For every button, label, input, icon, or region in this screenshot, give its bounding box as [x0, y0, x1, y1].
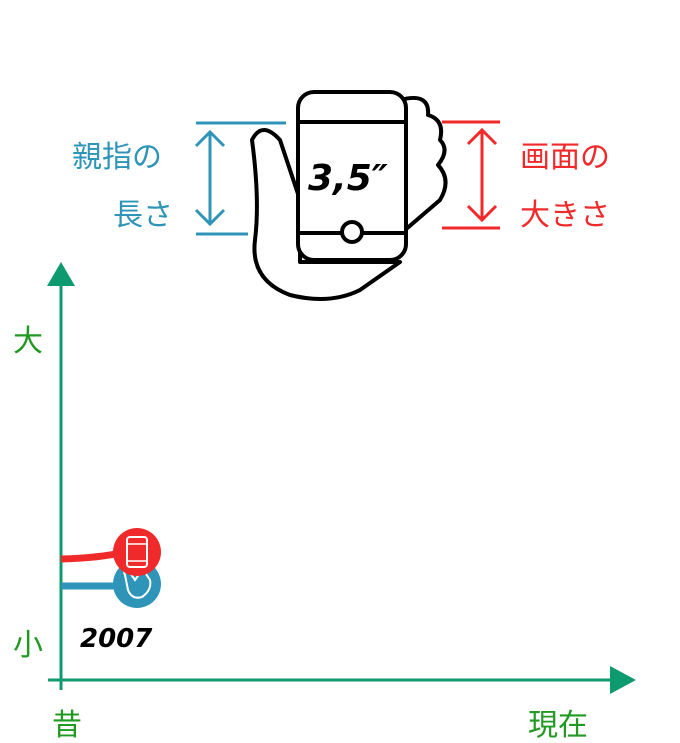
x-axis-right-label: 現在	[528, 708, 588, 743]
chart-axes	[47, 262, 636, 694]
y-axis-top-label: 大	[13, 324, 43, 359]
thumb-length-label-2: 長さ	[113, 198, 173, 233]
x-axis-left-label: 昔	[52, 708, 82, 743]
year-label: 2007	[80, 624, 153, 654]
thumb-length-indicator	[194, 121, 286, 236]
screen-size-label-1: 画面の	[520, 140, 610, 175]
thumb-length-label-1: 親指の	[72, 140, 162, 175]
phone-marker-icon	[113, 528, 161, 576]
screen-size-indicator	[442, 120, 500, 230]
screen-size-value: 3,5″	[308, 158, 388, 199]
hand-holding-phone-icon	[250, 90, 448, 301]
y-axis-bottom-label: 小	[13, 628, 43, 663]
screen-size-label-2: 大きさ	[520, 198, 610, 233]
